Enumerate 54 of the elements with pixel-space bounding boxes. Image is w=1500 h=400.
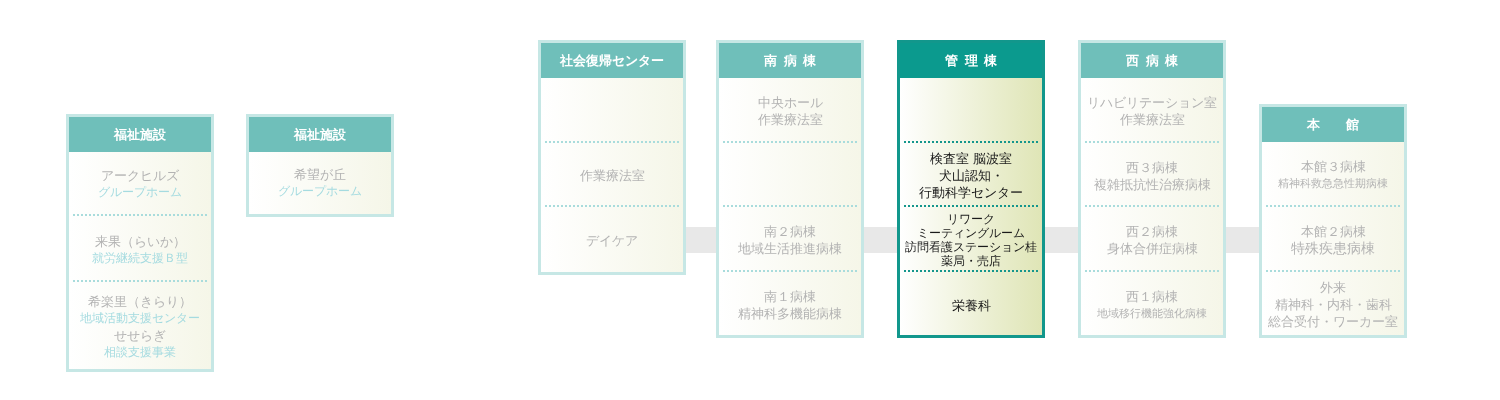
room-label: 薬局・売店 — [941, 254, 1001, 268]
room-label: 作業療法室 — [1119, 110, 1185, 128]
room-label: 西２病棟 — [1126, 223, 1178, 240]
building-panel — [538, 40, 686, 275]
corridor-connector — [1045, 227, 1078, 253]
room-label: 本館２病棟 — [1300, 223, 1366, 240]
room-label: 本館３病棟 — [1300, 157, 1366, 175]
building-name: 福祉施設 — [294, 125, 346, 144]
building-name: 西病棟 — [1126, 51, 1185, 70]
room-label: せせらぎ — [114, 326, 166, 344]
room-label: 作業療法室 — [579, 167, 645, 184]
building-name: 南病棟 — [764, 51, 823, 70]
corridor-connector — [686, 227, 716, 253]
room-label: 希望が丘 — [294, 166, 346, 183]
room-label: 精神科救急急性期病棟 — [1278, 175, 1388, 192]
corridor-connector — [864, 227, 897, 253]
room-label: 身体合併症病棟 — [1106, 240, 1198, 257]
room-label: 地域移行機能強化病棟 — [1097, 306, 1207, 322]
room-label: グループホーム — [98, 184, 182, 201]
building-panel — [1078, 40, 1226, 338]
building-name: 福祉施設 — [114, 125, 166, 144]
room-label: デイケア — [586, 231, 638, 249]
room-label: 精神科多機能病棟 — [738, 305, 842, 322]
building-panel — [897, 40, 1045, 338]
room-label: 西１病棟 — [1126, 288, 1178, 305]
building-panel — [66, 114, 214, 372]
room-label: 検査室 脳波室 — [930, 150, 1012, 167]
room-label: 南１病棟 — [764, 288, 816, 305]
room-label: リワーク — [947, 212, 995, 226]
room-label: 西３病棟 — [1126, 158, 1178, 176]
room-label: 複雑抵抗性治療病棟 — [1093, 175, 1211, 193]
room-label: グループホーム — [278, 183, 362, 200]
corridor-connector — [1226, 227, 1259, 253]
room-label: 栄養科 — [951, 296, 991, 314]
room-label: 来果（らいか） — [94, 232, 186, 250]
room-label: 就労継続支援Ｂ型 — [92, 249, 188, 267]
building-panel — [1259, 104, 1407, 338]
room-label: 特殊疾患病棟 — [1291, 240, 1375, 257]
room-label: 地域活動支援センター — [80, 309, 200, 327]
building-name: 社会復帰センター — [560, 51, 664, 70]
building-panel — [716, 40, 864, 338]
room-label: 訪問看護ステーション桂 — [905, 240, 1037, 254]
room-label: 希楽里（きらり） — [88, 292, 192, 310]
room-label: 地域生活推進病棟 — [738, 240, 842, 257]
building-panel — [246, 114, 394, 217]
room-label: 南２病棟 — [764, 223, 816, 240]
building-name: 管理棟 — [945, 51, 1004, 70]
room-label: 相談支援事業 — [104, 343, 176, 361]
room-label: 犬山認知・行動科学センター — [918, 167, 1024, 201]
building-name: 本館 — [1307, 115, 1385, 134]
room-label: 精神科・内科・歯科 — [1274, 296, 1392, 313]
room-label: ミーティングルーム — [917, 226, 1025, 240]
room-label: 外来 — [1320, 279, 1346, 296]
room-label: 作業療法室 — [757, 110, 823, 128]
